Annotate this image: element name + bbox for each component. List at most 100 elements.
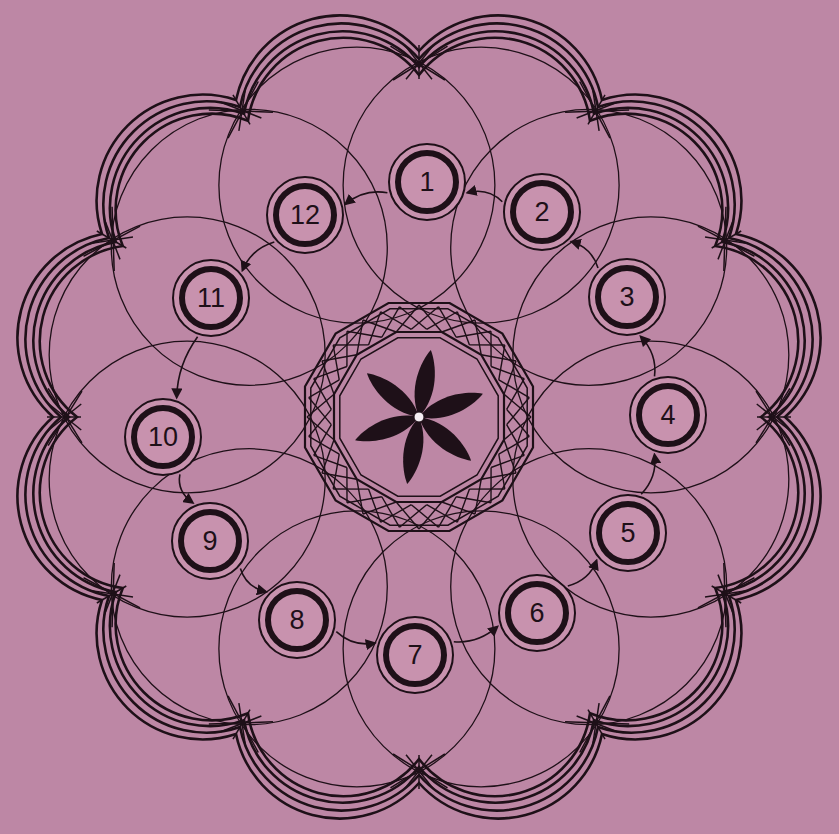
hatch-line	[757, 403, 791, 430]
circle-number: 5	[588, 493, 668, 573]
numbered-circle: 7	[375, 615, 455, 695]
flow-arrow	[336, 632, 374, 644]
flow-arrow	[240, 569, 266, 592]
hatch-line	[705, 590, 748, 597]
lattice-line	[322, 355, 357, 361]
hatch-line	[84, 226, 141, 256]
lattice-line	[314, 379, 332, 410]
lattice-line	[491, 367, 524, 379]
circle-number: 8	[257, 580, 337, 660]
lattice-line	[504, 394, 531, 417]
hatch-line	[580, 696, 610, 753]
lattice-line	[369, 312, 381, 345]
hatch-line	[406, 45, 433, 79]
petal-circle	[49, 341, 325, 617]
hatch-line	[565, 722, 629, 724]
lattice-line	[369, 489, 381, 522]
hatch-line	[724, 207, 726, 271]
scallop-band	[25, 23, 812, 810]
lattice-line	[475, 320, 481, 355]
flow-arrow	[641, 455, 655, 494]
flower-center	[414, 412, 424, 422]
lattice-line	[347, 331, 382, 337]
flower-petal	[361, 366, 425, 424]
lattice-line	[442, 320, 475, 332]
petal-circle	[111, 109, 387, 385]
lattice-line	[357, 320, 363, 355]
flow-arrow	[179, 474, 192, 502]
hatch-line	[90, 237, 133, 244]
lattice-line	[314, 455, 347, 467]
lattice-line	[504, 440, 516, 473]
hatch-line	[580, 82, 610, 139]
hatch-line	[390, 754, 444, 788]
petal-circle	[219, 47, 495, 323]
dodecagon	[340, 338, 498, 496]
circle-number: 4	[628, 375, 708, 455]
flow-arrow	[468, 191, 503, 201]
flow-arrow	[568, 561, 597, 586]
ornament-lines	[17, 15, 820, 818]
scallop-band	[17, 15, 820, 818]
circle-number: 7	[375, 615, 455, 695]
lattice-line	[400, 307, 427, 330]
hatch-line	[228, 696, 258, 753]
lattice-line	[456, 331, 491, 337]
hatch-line	[592, 88, 599, 131]
lattice-line	[382, 497, 400, 528]
hatch-line	[390, 46, 444, 80]
numbered-circle: 4	[628, 375, 708, 455]
flow-arrow	[572, 242, 598, 268]
hatch-line	[406, 755, 433, 789]
numbered-circle: 8	[257, 580, 337, 660]
flow-arrow	[346, 192, 388, 204]
lattice-line	[309, 398, 332, 425]
petal-circle	[513, 341, 789, 617]
hatch-line	[698, 578, 755, 608]
flow-arrow	[177, 337, 198, 398]
hatch-line	[48, 391, 82, 445]
hatch-line	[757, 404, 791, 431]
lattice-line	[481, 355, 516, 361]
hatch-line	[84, 578, 141, 608]
hatch-line	[228, 82, 258, 139]
hatch-line	[112, 563, 114, 627]
lattice-line	[309, 436, 340, 454]
numbered-circle: 12	[265, 175, 345, 255]
flow-arrow	[641, 337, 655, 377]
lattice-line	[438, 307, 456, 338]
lattice-line	[427, 312, 458, 330]
hatch-line	[393, 46, 447, 80]
lattice-line	[381, 505, 412, 523]
dodecagon	[311, 309, 527, 525]
lattice-line	[363, 502, 396, 514]
circle-number: 3	[587, 257, 667, 337]
petal-circle	[343, 511, 619, 787]
petal-circle	[451, 449, 727, 725]
lattice-line	[347, 497, 382, 503]
dodecagon	[305, 303, 533, 531]
numbered-circle: 3	[587, 257, 667, 337]
hatch-line	[698, 226, 755, 256]
numbered-circle: 2	[502, 172, 582, 252]
lattice-line	[475, 479, 481, 514]
flow-arrow	[243, 242, 275, 270]
circle-number: 2	[502, 172, 582, 252]
numbered-circle: 5	[588, 493, 668, 573]
circle-number: 6	[497, 573, 577, 653]
lattice-line	[507, 425, 525, 456]
circle-number: 1	[387, 142, 467, 222]
hatch-line	[756, 391, 790, 445]
lattice-line	[469, 344, 504, 345]
hatch-line	[48, 388, 82, 442]
lattice-line	[382, 307, 400, 338]
numbered-circle: 1	[387, 142, 467, 222]
flow-arrow	[454, 627, 498, 642]
lattice-line	[499, 454, 505, 489]
lattice-line	[481, 473, 516, 479]
numbered-circle: 10	[123, 397, 203, 477]
lattice-line	[490, 467, 491, 502]
